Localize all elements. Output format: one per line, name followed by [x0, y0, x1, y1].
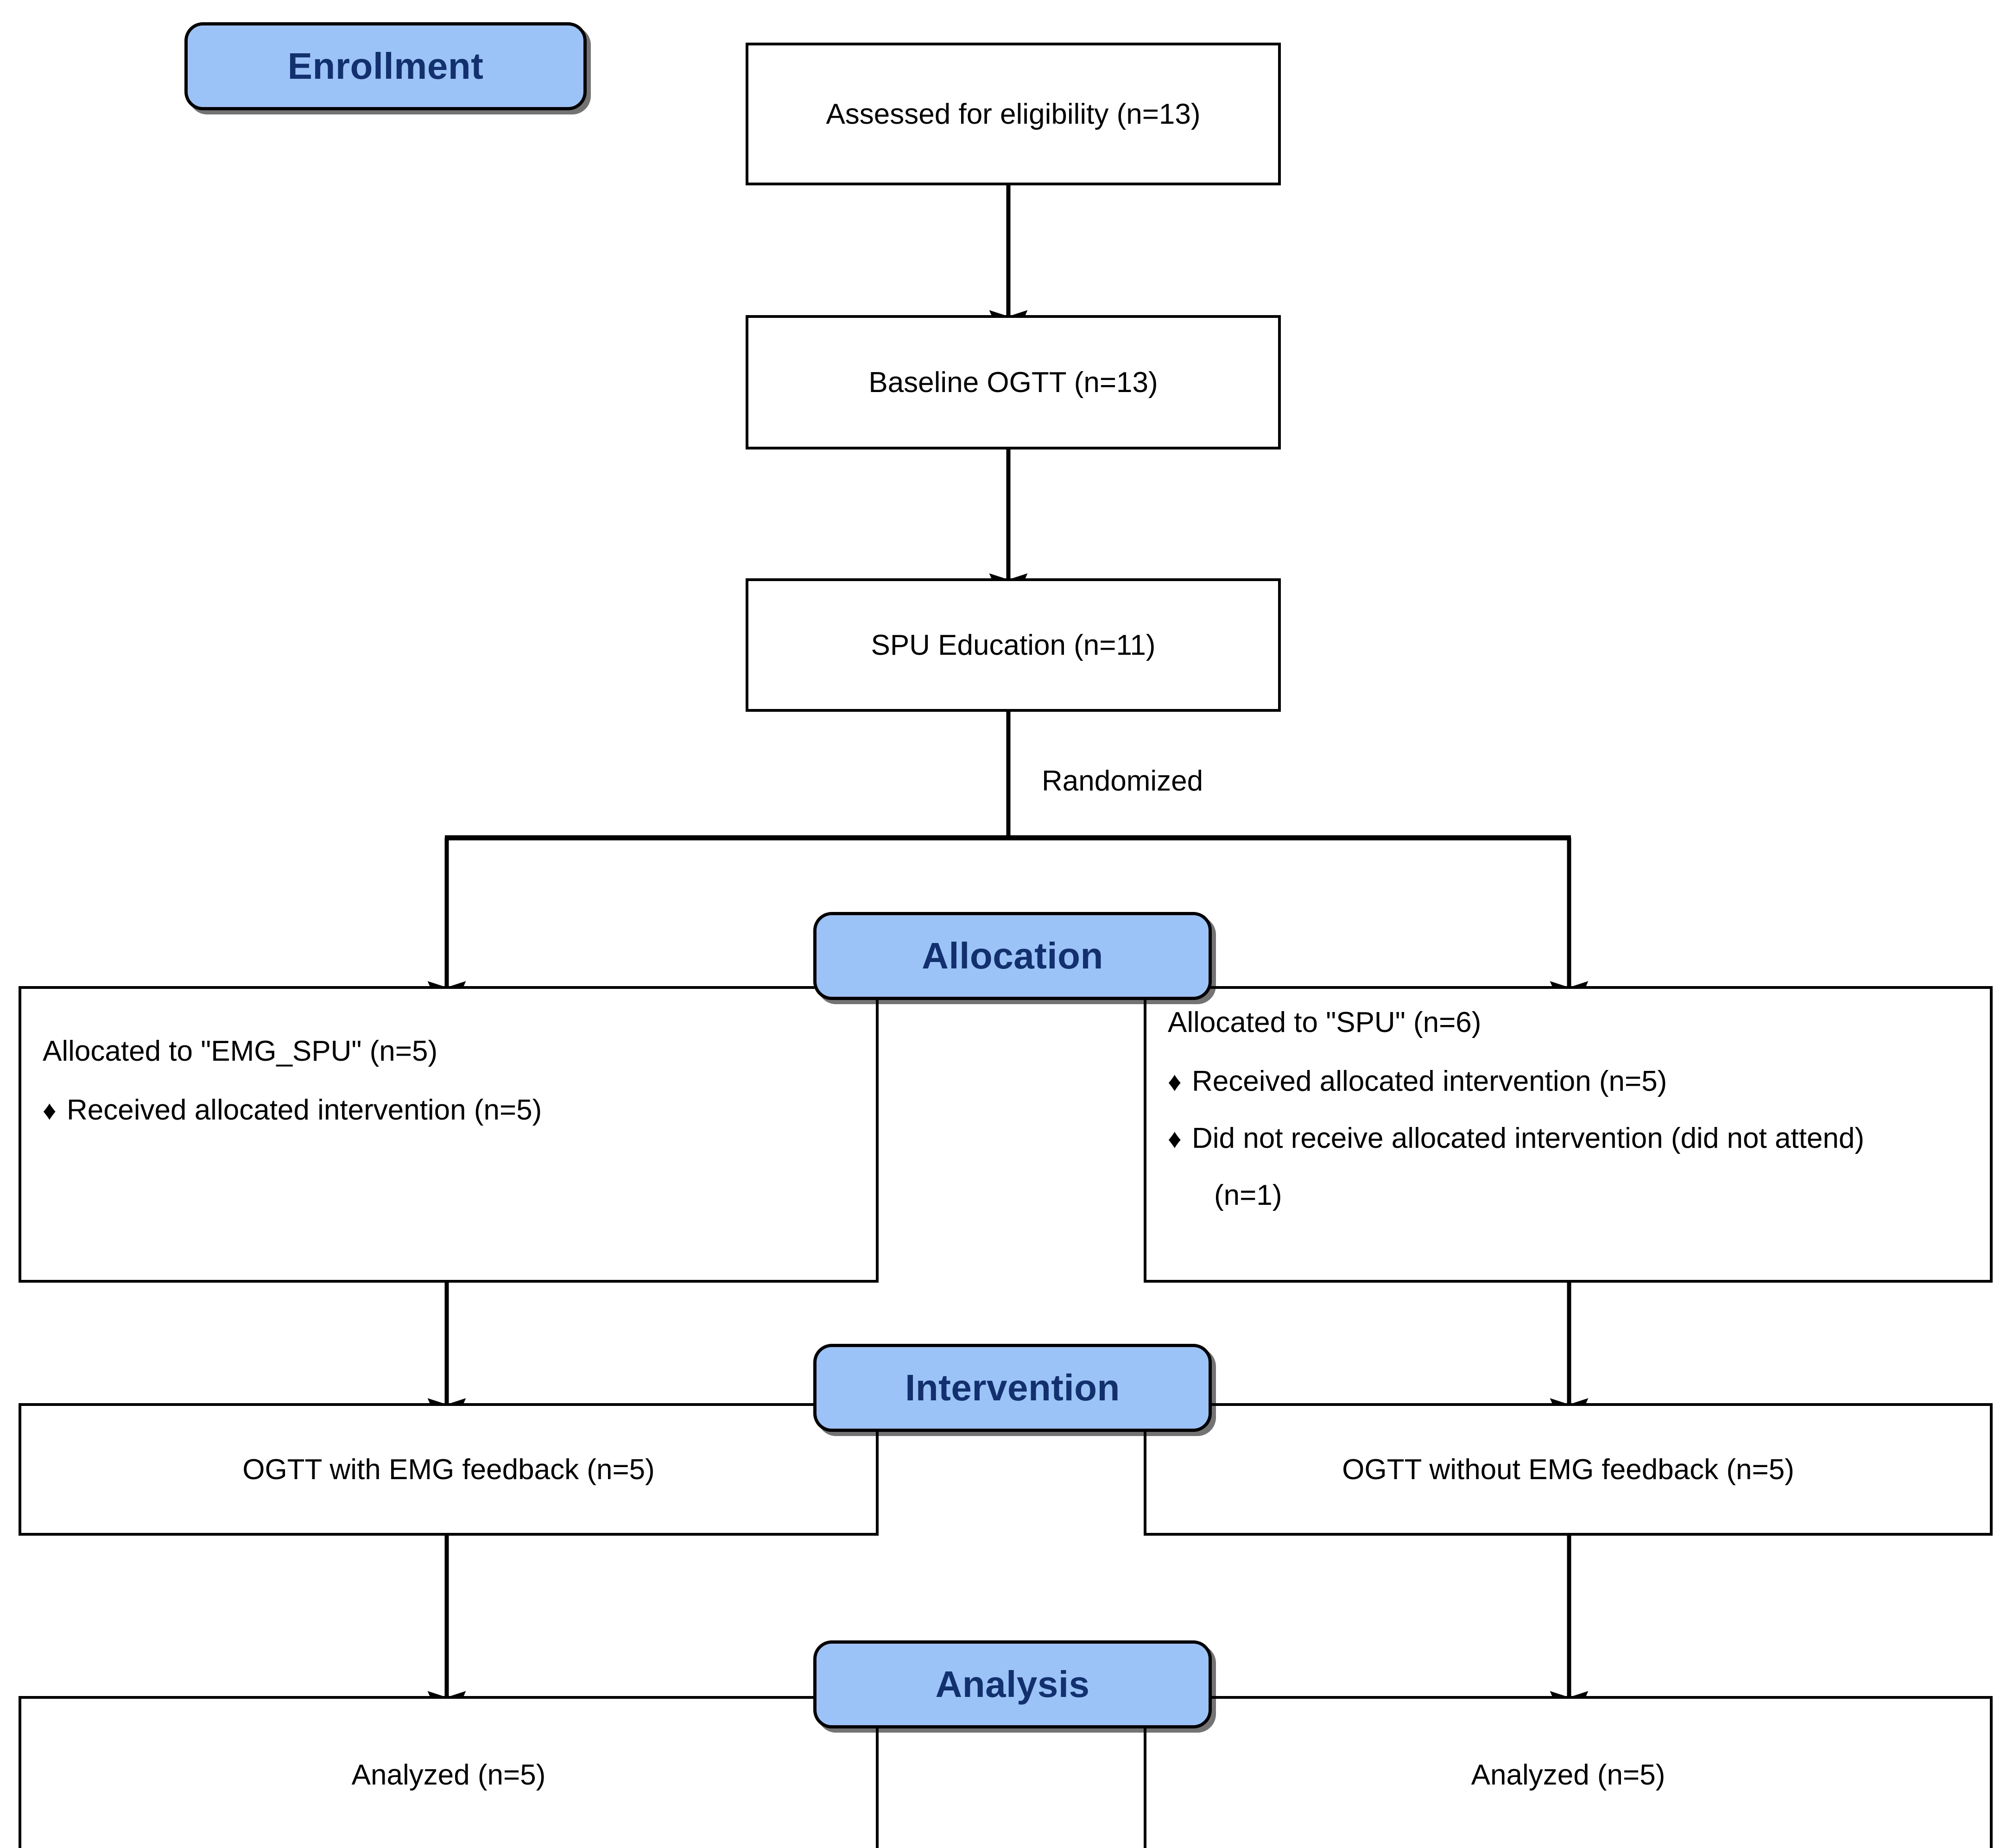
spu-education-text: SPU Education (n=11) [871, 629, 1156, 661]
randomized-label-text: Randomized [1042, 765, 1203, 797]
allocation-right-bullet-0: ♦ Received allocated intervention (n=5) [1168, 1066, 1969, 1096]
allocation-left-bullet-0: ♦ Received allocated intervention (n=5) [43, 1095, 855, 1125]
allocation-left-bullet-0-text: Received allocated intervention (n=5) [67, 1094, 542, 1127]
box-intervention-right: OGTT without EMG feedback (n=5) [1144, 1403, 1993, 1536]
box-baseline-ogtt: Baseline OGTT (n=13) [746, 315, 1281, 449]
box-allocation-left: Allocated to "EMG_SPU" (n=5) ♦ Received … [19, 986, 879, 1283]
analysis-right-text: Analyzed (n=5) [1471, 1759, 1665, 1791]
allocation-right-lead: Allocated to "SPU" (n=6) [1168, 1006, 1482, 1038]
stage-label-intervention-text: Intervention [905, 1367, 1120, 1408]
stage-label-analysis-text: Analysis [935, 1664, 1090, 1705]
allocation-left-body: Allocated to "EMG_SPU" (n=5) ♦ Received … [21, 989, 876, 1152]
analysis-left-text: Analyzed (n=5) [351, 1759, 546, 1791]
box-intervention-left: OGTT with EMG feedback (n=5) [19, 1403, 879, 1536]
allocation-right-body: Allocated to "SPU" (n=6) ♦ Received allo… [1146, 989, 1990, 1210]
diamond-bullet-icon: ♦ [43, 1095, 57, 1126]
allocation-right-continuation: (n=1) [1214, 1179, 1282, 1212]
allocation-right-bullet-0-text: Received allocated intervention (n=5) [1192, 1065, 1667, 1098]
box-analysis-left: Analyzed (n=5) [19, 1696, 879, 1848]
box-assessed-for-eligibility: Assessed for eligibility (n=13) [746, 43, 1281, 185]
allocation-right-bullet-1: ♦ Did not receive allocated intervention… [1168, 1123, 1969, 1153]
randomized-label: Randomized [1042, 765, 1203, 797]
stage-label-enrollment-text: Enrollment [287, 45, 484, 87]
intervention-right-text: OGTT without EMG feedback (n=5) [1342, 1453, 1794, 1486]
box-allocation-right: Allocated to "SPU" (n=6) ♦ Received allo… [1144, 986, 1993, 1283]
baseline-ogtt-text: Baseline OGTT (n=13) [868, 366, 1158, 399]
intervention-left-text: OGTT with EMG feedback (n=5) [242, 1453, 655, 1486]
stage-label-allocation-text: Allocation [922, 935, 1103, 976]
assessed-for-eligibility-text: Assessed for eligibility (n=13) [826, 98, 1201, 130]
stage-label-allocation: Allocation [813, 912, 1212, 1000]
diamond-bullet-icon: ♦ [1168, 1124, 1182, 1154]
stage-label-analysis: Analysis [813, 1640, 1212, 1728]
stage-label-enrollment: Enrollment [184, 22, 587, 110]
stage-label-intervention: Intervention [813, 1344, 1212, 1432]
box-spu-education: SPU Education (n=11) [746, 578, 1281, 712]
box-analysis-right: Analyzed (n=5) [1144, 1696, 1993, 1848]
allocation-right-bullet-1-text: Did not receive allocated intervention (… [1192, 1122, 1864, 1155]
allocation-left-lead: Allocated to "EMG_SPU" (n=5) [43, 1035, 438, 1067]
diamond-bullet-icon: ♦ [1168, 1067, 1182, 1097]
